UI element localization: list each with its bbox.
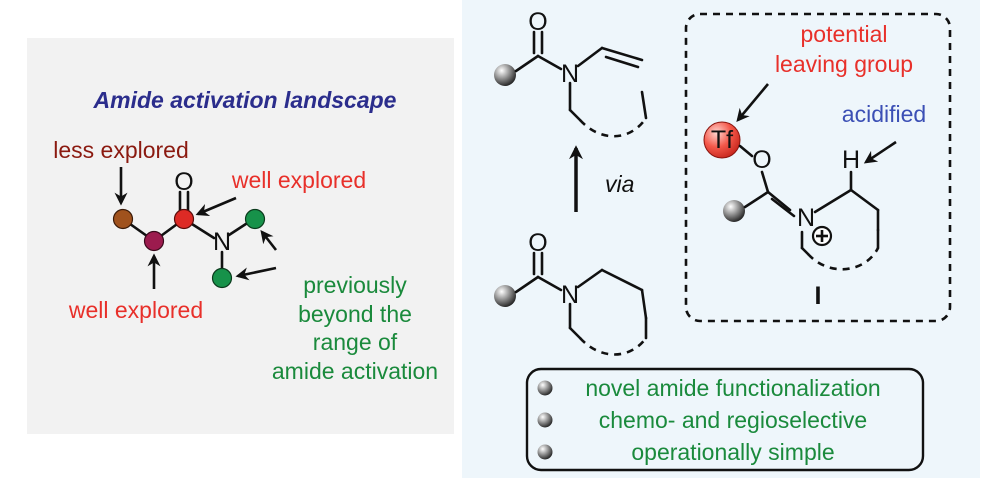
arrow-previously-1 — [260, 229, 278, 251]
bullet-sphere-icon — [537, 444, 553, 460]
triflyl-sphere — [703, 121, 741, 159]
feature-item: novel amide functionalization — [585, 375, 880, 401]
features-box: novel amide functionalization chemo- and… — [525, 367, 925, 472]
enamide-product: O N — [494, 8, 648, 138]
substituent-sphere-icon — [723, 200, 745, 222]
intermediate-dashed-border — [684, 12, 952, 323]
previously-line-2: beyond the — [298, 301, 412, 327]
arrow-acidified — [863, 140, 897, 164]
leaving-group-line-1: potential — [801, 21, 888, 47]
right-panel: O N via O N potential leaving g — [462, 0, 980, 478]
features-border — [525, 367, 925, 472]
intermediate-oxygen-atom: O — [752, 146, 771, 174]
start-oxygen-atom: O — [528, 229, 547, 257]
start-nitrogen-atom: N — [561, 281, 579, 309]
intermediate-label: I — [815, 282, 822, 310]
product-nitrogen-atom: N — [561, 60, 579, 88]
right-panel-background — [462, 0, 980, 478]
bullet-sphere-icon — [537, 380, 553, 396]
arrow-previously-2 — [235, 266, 277, 281]
well-explored-alpha-label: well explored — [68, 297, 203, 323]
node-n-alpha-carbon-1 — [244, 208, 266, 230]
node-alpha-carbon — [143, 230, 165, 252]
previously-line-3: range of — [313, 329, 398, 355]
node-beta-carbon — [112, 208, 134, 230]
previously-beyond-label: previously beyond the range of amide act… — [272, 272, 438, 384]
acidified-label: acidified — [842, 101, 926, 127]
node-n-alpha-carbon-2 — [211, 267, 233, 289]
arrow-leaving-group — [736, 83, 769, 122]
left-panel-background — [27, 38, 454, 434]
leaving-group-line-2: leaving group — [775, 51, 913, 77]
positive-charge-icon — [811, 225, 833, 247]
node-carbonyl-carbon — [173, 208, 195, 230]
arrow-well-explored-carbonyl — [195, 196, 237, 216]
substituent-sphere-icon — [494, 285, 516, 307]
previously-line-4: amide activation — [272, 358, 438, 384]
well-explored-carbonyl-label: well explored — [231, 167, 366, 193]
left-nitrogen-atom: N — [213, 228, 231, 256]
starting-amide: O N — [494, 229, 648, 356]
via-label: via — [605, 171, 634, 197]
product-oxygen-atom: O — [528, 8, 547, 36]
previously-line-1: previously — [303, 272, 407, 298]
left-panel: Amide activation landscape O N less expl… — [27, 38, 454, 434]
left-oxygen-atom: O — [174, 168, 193, 196]
substituent-sphere-icon — [494, 64, 516, 86]
landscape-title: Amide activation landscape — [93, 87, 397, 113]
feature-item: operationally simple — [631, 439, 834, 465]
iminium-nitrogen-atom: N — [797, 204, 815, 232]
triflyl-label: Tf — [711, 126, 733, 154]
acidified-hydrogen-atom: H — [842, 146, 860, 174]
intermediate-box: potential leaving group Tf O acidified H… — [684, 12, 952, 323]
less-explored-label: less explored — [53, 137, 189, 163]
bullet-sphere-icon — [537, 412, 553, 428]
feature-item: chemo- and regioselective — [599, 407, 867, 433]
